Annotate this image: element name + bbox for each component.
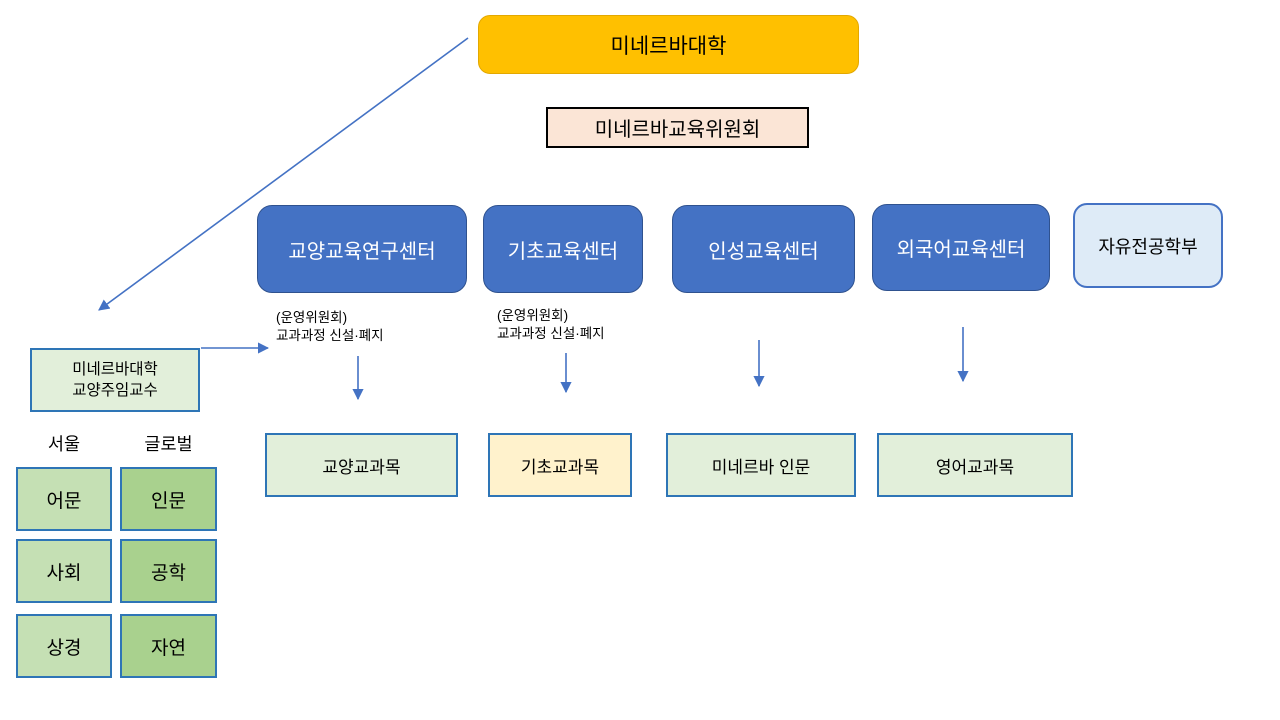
course-label: 미네르바 인문 [711, 457, 811, 477]
campus-label-global: 글로벌 [144, 434, 193, 454]
center-box-character-education: 인성교육센터 [672, 205, 855, 293]
dept-box-social-sciences: 사회 [16, 539, 112, 603]
center-box-liberal-education-research: 교양교육연구센터 [257, 205, 467, 293]
center-label: 기초교육센터 [507, 240, 619, 263]
campus-label-seoul: 서울 [47, 434, 81, 454]
course-box-basic-courses: 기초교과목 [488, 433, 632, 497]
center-label: 교양교육연구센터 [288, 240, 436, 263]
center-box-foreign-language-education: 외국어교육센터 [872, 204, 1050, 291]
course-box-english-courses: 영어교과목 [877, 433, 1073, 497]
chief-professor-box: 미네르바대학 교양주임교수 [30, 348, 200, 412]
annotation-line: 교과과정 신설·폐지 [497, 326, 605, 341]
dept-label: 사회 [46, 562, 82, 584]
annotation-line: (운영위원회) [276, 310, 348, 325]
annotation-line: (운영위원회) [497, 308, 569, 323]
university-label: 미네르바대학 [610, 34, 727, 58]
center-label: 자유전공학부 [1098, 236, 1198, 257]
university-box: 미네르바대학 [478, 15, 859, 74]
chief-professor-line: 미네르바대학 [72, 361, 158, 378]
course-label: 교양교과목 [322, 457, 401, 477]
course-box-minerva-humanities: 미네르바 인문 [666, 433, 856, 497]
center-box-free-major-division: 자유전공학부 [1073, 203, 1223, 288]
dept-label: 어문 [46, 490, 82, 512]
education-committee-box: 미네르바교육위원회 [546, 107, 809, 148]
chief-professor-line: 교양주임교수 [72, 382, 158, 399]
course-label: 영어교과목 [935, 457, 1015, 477]
course-box-liberal-arts-courses: 교양교과목 [265, 433, 458, 497]
dept-label: 상경 [46, 637, 82, 659]
dept-box-humanities: 인문 [120, 467, 217, 531]
dept-box-commerce-economics: 상경 [16, 614, 112, 678]
annotation-steering-committee-1: (운영위원회) 교과과정 신설·폐지 [276, 309, 384, 345]
annotation-steering-committee-2: (운영위원회) 교과과정 신설·폐지 [497, 307, 605, 343]
dept-label: 인문 [151, 490, 186, 512]
annotation-line: 교과과정 신설·폐지 [276, 328, 384, 343]
center-box-basic-education: 기초교육센터 [483, 205, 643, 293]
dept-box-language-literature: 어문 [16, 467, 112, 531]
center-label: 인성교육센터 [708, 240, 819, 263]
dept-box-natural-sciences: 자연 [120, 614, 217, 678]
course-label: 기초교과목 [520, 457, 600, 477]
center-label: 외국어교육센터 [896, 239, 1026, 261]
dept-box-engineering: 공학 [120, 539, 217, 603]
dept-label: 공학 [151, 562, 186, 584]
dept-label: 자연 [151, 637, 186, 659]
education-committee-label: 미네르바교육위원회 [594, 119, 761, 141]
